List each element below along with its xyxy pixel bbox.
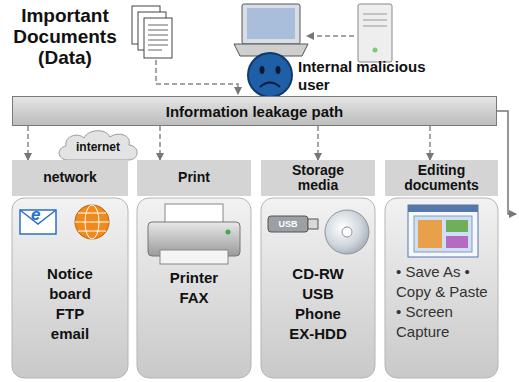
documents-label: Important Documents (Data) (0, 6, 130, 69)
channel-panel: Storage mediaCD-RW USB Phone EX-HDD (261, 160, 375, 378)
channel-panel: networkNotice board FTP email (12, 160, 128, 378)
channel-panel: Editing documents • Save As • Copy & Past… (385, 160, 498, 378)
node-heading: Editing documents (401, 163, 483, 194)
node-heading: Information leakage path (166, 103, 344, 120)
dashed-arrow (27, 126, 29, 160)
node-body-text: CD-RW USB Phone EX-HDD (283, 264, 353, 344)
node-heading: Print (178, 170, 210, 185)
node-heading: internet (76, 140, 120, 154)
heading-tab: network (12, 160, 128, 196)
dashed-arrow (159, 126, 161, 160)
heading-tab: Print (137, 160, 251, 196)
usb-icon-text: USB (272, 218, 304, 230)
channel-panel: PrintPrinter FAX (137, 160, 251, 378)
node-body-text: Notice board FTP email (39, 264, 101, 344)
node-body-text: • Save As • Copy & Paste • Screen Captur… (396, 262, 488, 342)
dashed-arrow (429, 126, 431, 160)
heading-tab: Editing documents (385, 160, 498, 196)
email-icon-letter: e (31, 206, 45, 223)
dashed-arrow (317, 126, 319, 160)
leakage-band: Information leakage path (12, 96, 497, 126)
node-body-text: Printer FAX (162, 268, 226, 308)
node-heading: Storage media (277, 163, 359, 194)
node-heading: network (43, 170, 97, 185)
heading-tab: Storage media (261, 160, 375, 196)
user-label: Internal malicious user (298, 58, 444, 94)
